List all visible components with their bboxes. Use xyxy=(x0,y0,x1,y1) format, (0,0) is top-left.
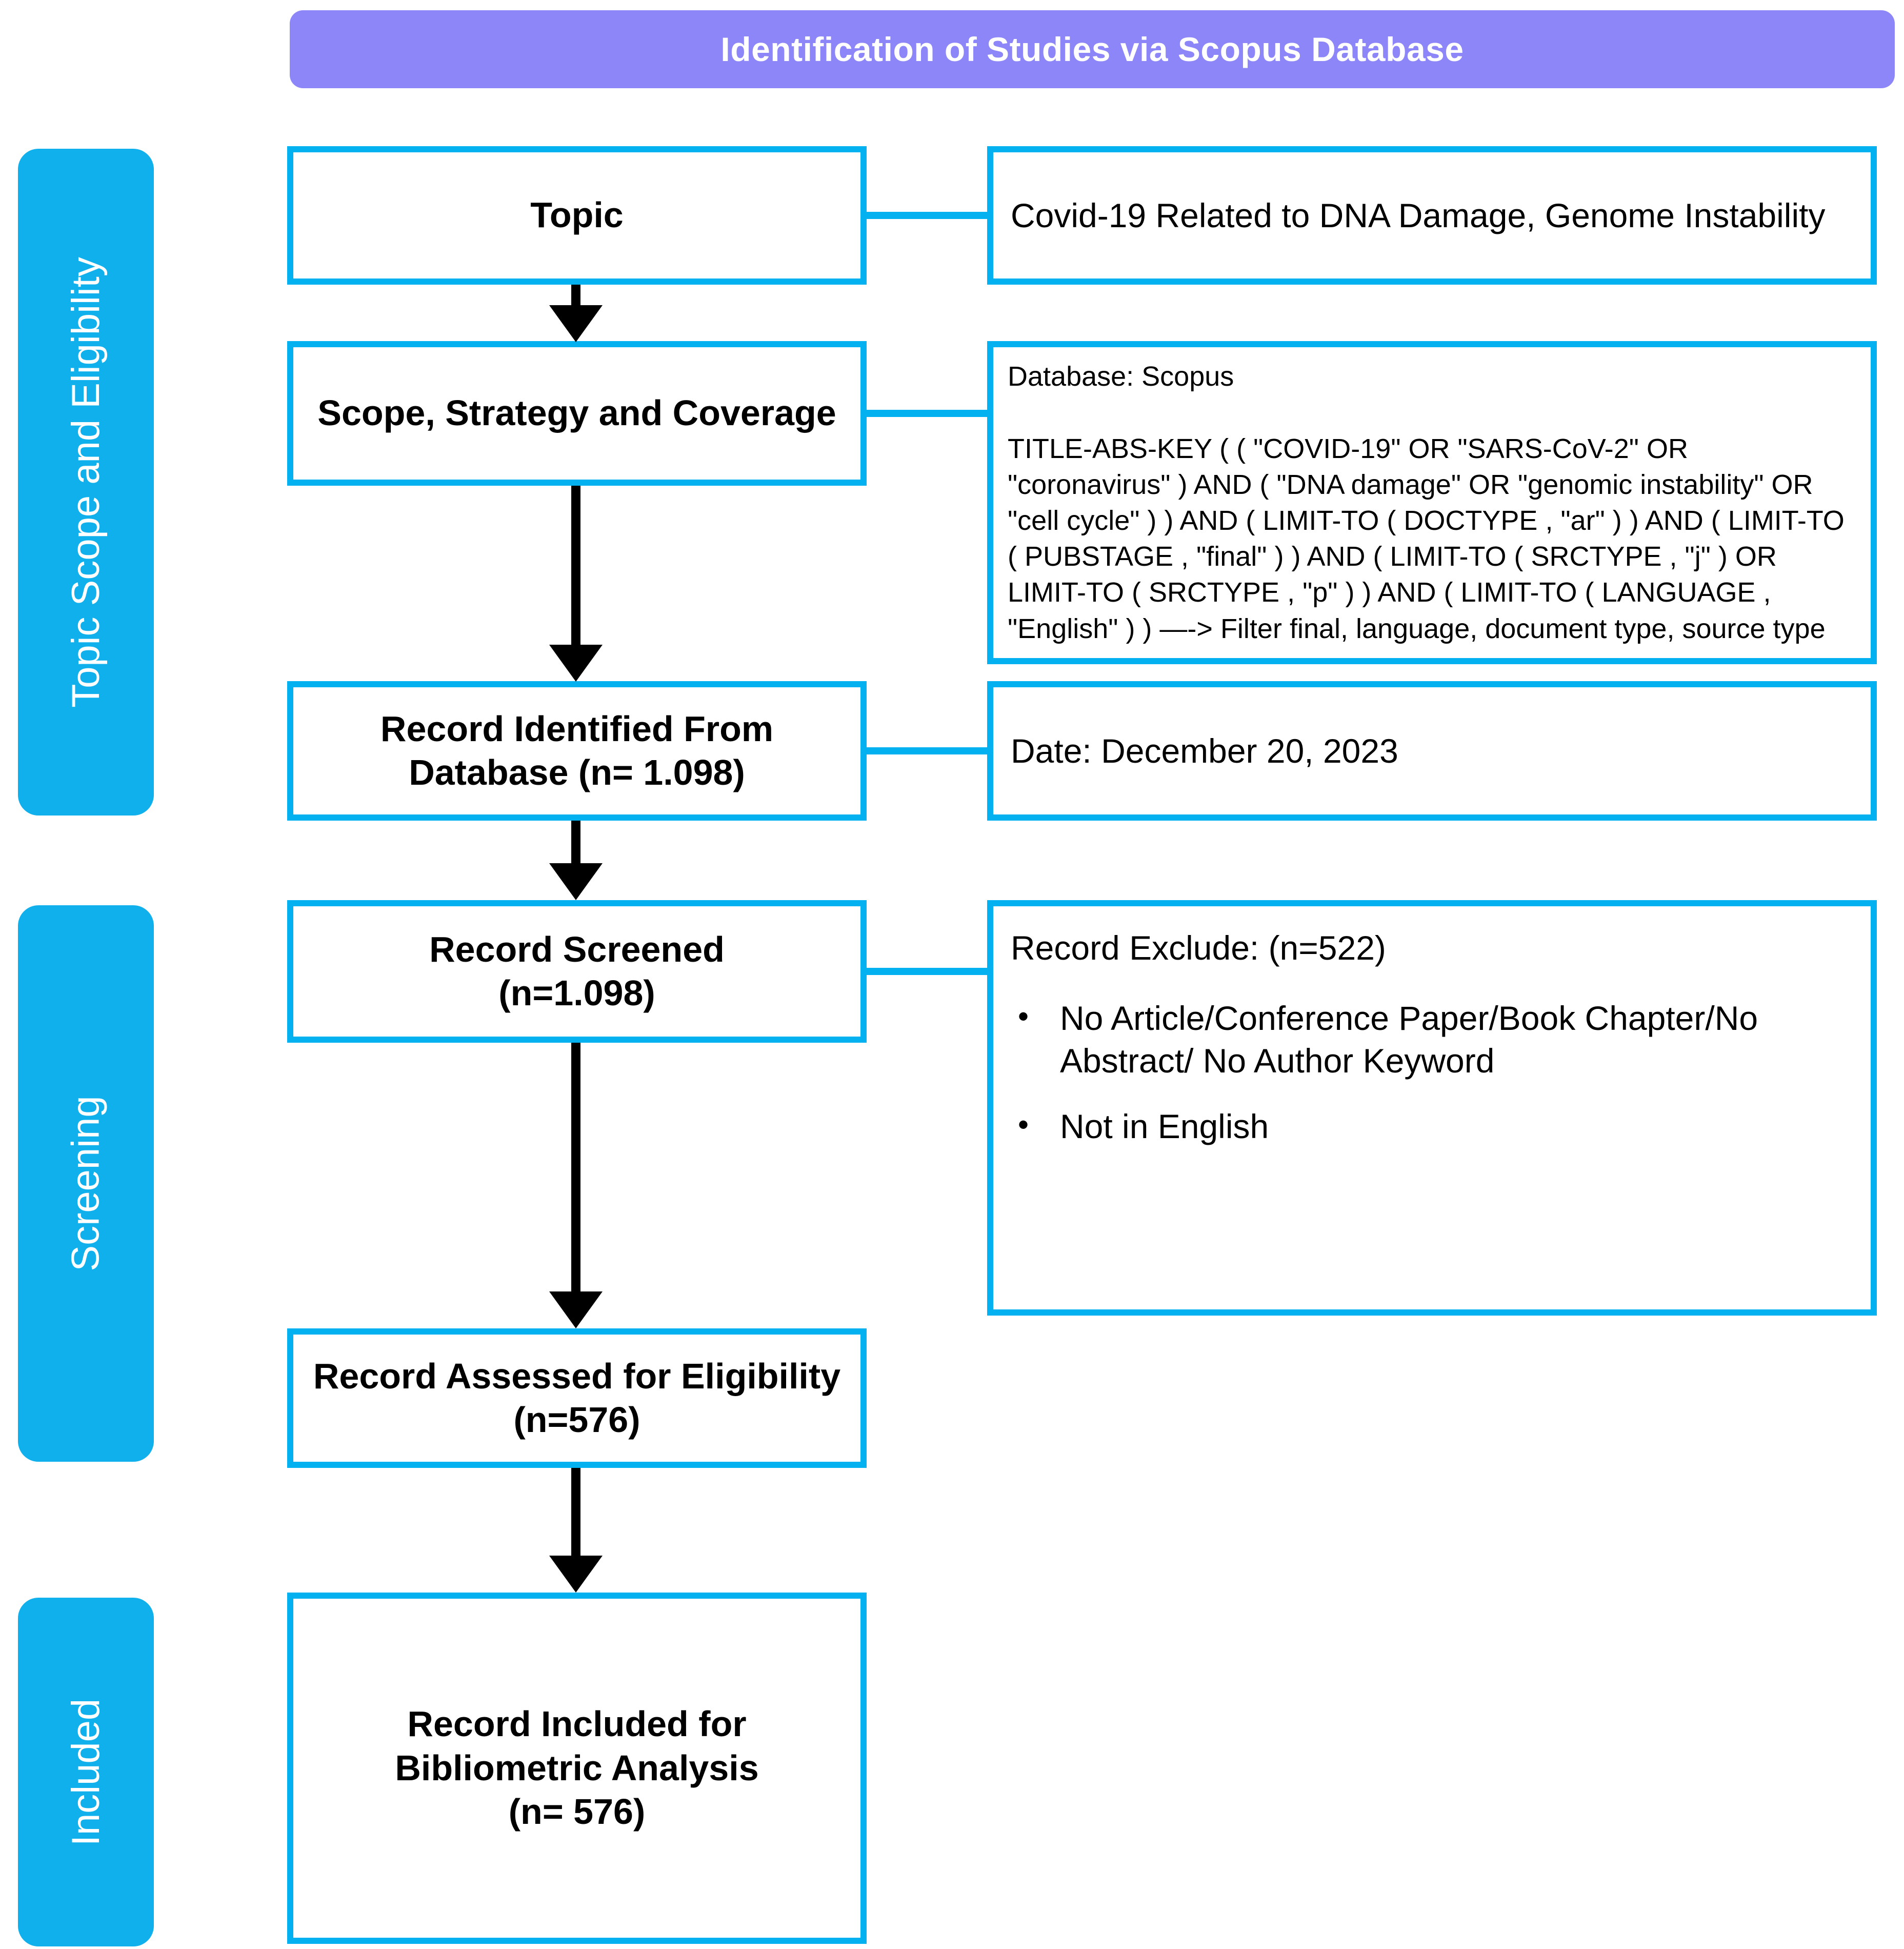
connector-scope-to-query xyxy=(867,410,987,417)
box-scope-strategy-coverage: Scope, Strategy and Coverage xyxy=(287,341,867,486)
stage-label-text: Included xyxy=(64,1698,108,1846)
list-item: • No Article/Conference Paper/Book Chapt… xyxy=(1011,997,1853,1082)
box-scope-label: Scope, Strategy and Coverage xyxy=(317,393,836,433)
box-search-date: Date: December 20, 2023 xyxy=(987,681,1877,821)
box-record-screened-label: Record Screened (n=1.098) xyxy=(429,929,725,1013)
query-string: TITLE-ABS-KEY ( ( "COVID-19" OR "SARS-Co… xyxy=(1008,433,1845,644)
box-topic-detail: Covid-19 Related to DNA Damage, Genome I… xyxy=(987,146,1877,285)
box-search-date-text: Date: December 20, 2023 xyxy=(1011,731,1398,770)
box-record-assessed: Record Assessed for Eligibility (n=576) xyxy=(287,1328,867,1468)
excluded-heading: Record Exclude: (n=522) xyxy=(1011,929,1386,967)
box-search-query: Database: Scopus TITLE-ABS-KEY ( ( "COVI… xyxy=(987,341,1877,664)
box-topic-detail-text: Covid-19 Related to DNA Damage, Genome I… xyxy=(1011,196,1826,234)
bullet-icon: • xyxy=(1018,999,1029,1034)
connector-identified-to-date xyxy=(867,747,987,754)
box-record-screened: Record Screened (n=1.098) xyxy=(287,900,867,1043)
stage-label-text: Screening xyxy=(64,1096,108,1271)
stage-label-topic-scope-eligibility: Topic Scope and Eligibility xyxy=(18,149,154,816)
list-item: • Not in English xyxy=(1011,1105,1853,1148)
connector-screened-to-excluded xyxy=(867,968,987,975)
box-search-query-text: Database: Scopus TITLE-ABS-KEY ( ( "COVI… xyxy=(993,323,1871,683)
box-record-included-label: Record Included for Bibliometric Analysi… xyxy=(395,1704,759,1832)
stage-label-screening: Screening xyxy=(18,905,154,1462)
box-record-included: Record Included for Bibliometric Analysi… xyxy=(287,1593,867,1944)
box-record-assessed-label: Record Assessed for Eligibility (n=576) xyxy=(313,1356,841,1440)
stage-label-text: Topic Scope and Eligibility xyxy=(64,256,108,708)
excluded-body: Record Exclude: (n=522) • No Article/Con… xyxy=(993,906,1871,1170)
connector-topic-to-detail xyxy=(867,212,987,219)
box-record-identified: Record Identified From Database (n= 1.09… xyxy=(287,681,867,821)
excluded-reason-list: • No Article/Conference Paper/Book Chapt… xyxy=(1011,997,1853,1147)
page-title: Identification of Studies via Scopus Dat… xyxy=(720,30,1464,68)
excluded-reason-text: No Article/Conference Paper/Book Chapter… xyxy=(1060,999,1758,1080)
box-topic-label: Topic xyxy=(530,195,624,235)
header-banner: Identification of Studies via Scopus Dat… xyxy=(290,10,1895,88)
box-records-excluded: Record Exclude: (n=522) • No Article/Con… xyxy=(987,900,1877,1316)
stage-label-included: Included xyxy=(18,1598,154,1946)
box-record-identified-label: Record Identified From Database (n= 1.09… xyxy=(380,708,774,792)
box-topic: Topic xyxy=(287,146,867,285)
excluded-reason-text: Not in English xyxy=(1060,1107,1269,1145)
bullet-icon: • xyxy=(1018,1107,1029,1142)
query-database-line: Database: Scopus xyxy=(1008,361,1234,392)
